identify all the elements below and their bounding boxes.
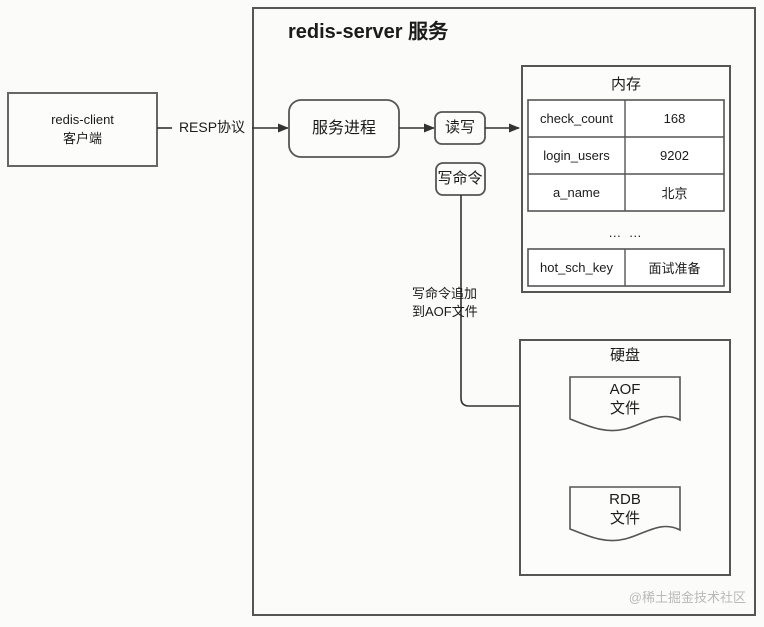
rdb-file-shape — [569, 486, 681, 542]
redis-client-box — [7, 92, 158, 167]
read-write-box — [434, 111, 486, 145]
write-command-box — [435, 162, 486, 196]
service-process-box — [288, 99, 400, 158]
write-command-to-aof-path — [460, 195, 587, 411]
memory-table — [527, 99, 725, 212]
aof-file-shape — [569, 376, 681, 432]
memory-extra-table — [527, 248, 725, 287]
